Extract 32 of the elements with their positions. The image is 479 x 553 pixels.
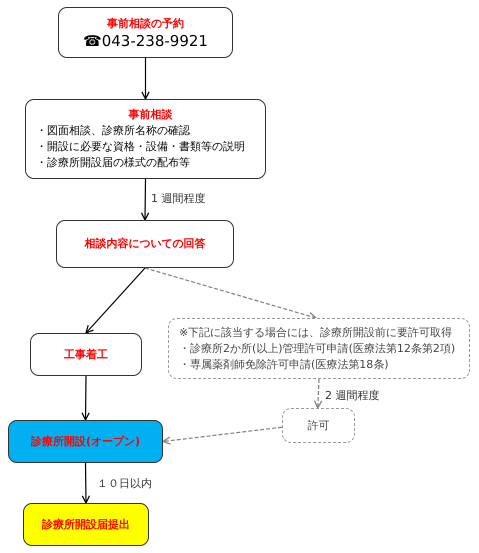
phone-number: ☎043-238-9921 [83,32,208,50]
arrow [81,376,90,421]
arrow [141,58,150,100]
node-heading: 相談内容についての回答 [84,236,206,252]
node-text: 許可 [308,418,330,434]
edge-label: 2 週間程度 [324,389,380,402]
arrow [85,268,146,334]
node-heading: 工事着工 [64,346,108,362]
arrow [162,426,282,445]
process-box [30,333,142,376]
arrow [314,378,322,409]
process-box [58,7,233,58]
node-heading: 事前相談 [128,107,172,123]
arrow [144,267,317,320]
note-box [282,408,355,443]
node-text: ※下記に該当する場合には、診療所開設前に要許可取得 [179,324,452,340]
process-box [8,420,163,463]
node-heading: 診療所開設(オープン) [30,434,140,450]
node-text: ・図面相談、診療所名称の確認 [36,123,190,139]
node-text: ・診療所2か所(以上)管理許可申請(医療法第12条第2項) [179,340,456,356]
node-text: ・開設に必要な資格・設備・書類等の説明 [36,139,245,155]
arrow [82,463,90,504]
node-text: ・専属薬剤師免除許可申請(医療法第18条) [179,356,389,372]
edge-label: 1 週間程度 [150,192,206,205]
process-box [56,220,234,268]
note-box [168,318,470,379]
node-text: ・診療所開設届の様式の配布等 [36,155,190,171]
process-box [25,99,266,179]
node-heading: 事前相談の予約 [106,16,184,32]
process-box [23,503,149,546]
node-heading: 診療所開設届提出 [42,516,130,532]
arrow [140,179,150,221]
